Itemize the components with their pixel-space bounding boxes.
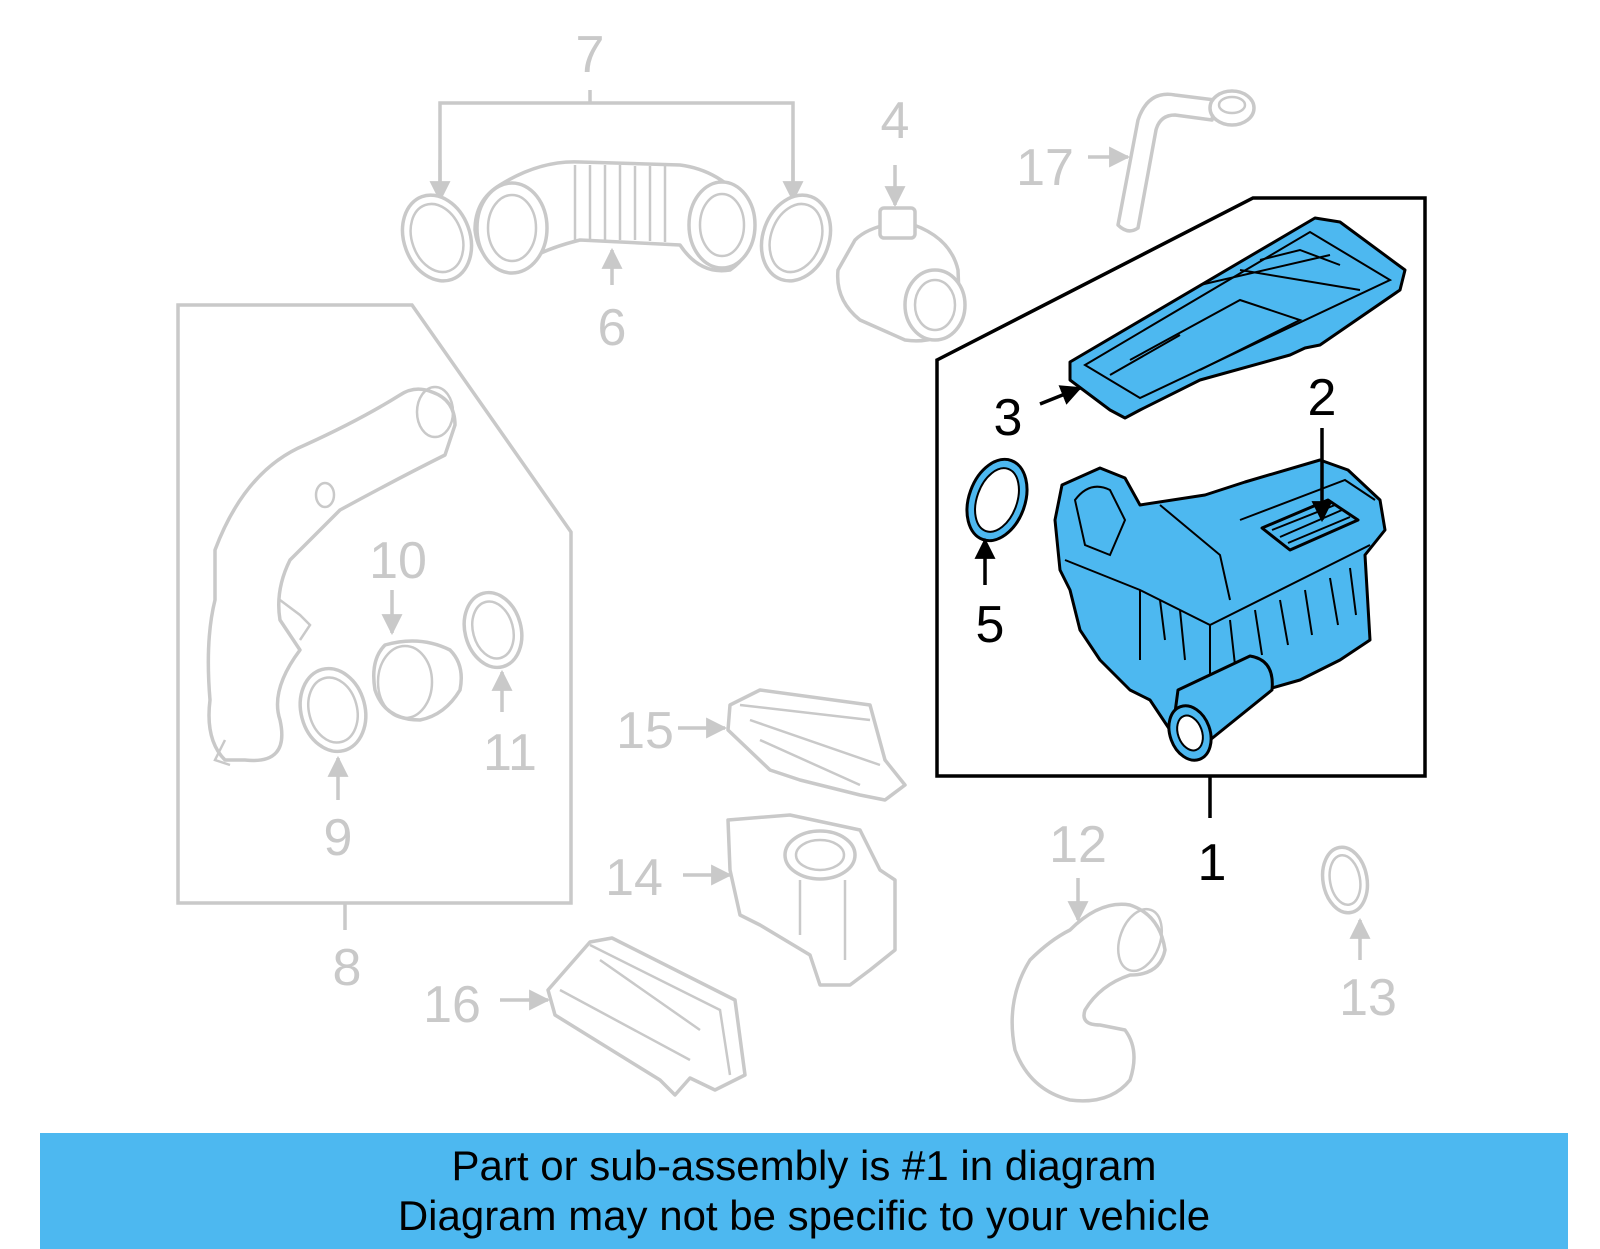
air-tube-end bbox=[415, 385, 455, 439]
part-14-resonator[interactable] bbox=[683, 813, 897, 987]
coupler-10-inner bbox=[376, 644, 434, 720]
housing-1-ribs bbox=[1159, 567, 1357, 666]
footer-line-2: Diagram may not be specific to your vehi… bbox=[397, 1192, 1211, 1239]
clamp-13-inner bbox=[1328, 853, 1362, 907]
clamp-9-body[interactable] bbox=[291, 661, 375, 759]
footer-line-1: Part or sub-assembly is #1 in diagram bbox=[451, 1142, 1157, 1189]
part-10-coupler[interactable] bbox=[372, 590, 463, 722]
part-4-mass-air-flow-sensor[interactable] bbox=[835, 165, 967, 343]
resonator-14-seams bbox=[798, 880, 847, 960]
part-6-intake-hose[interactable] bbox=[473, 160, 757, 285]
resonator-14-port-inner bbox=[794, 838, 846, 872]
part-15-cover[interactable] bbox=[678, 688, 907, 802]
part-17-breather-hose[interactable] bbox=[1088, 89, 1256, 233]
callout-6: 6 bbox=[598, 299, 627, 357]
breather-hose-fitting-inner bbox=[1217, 95, 1247, 115]
callout-11: 11 bbox=[483, 724, 537, 782]
intake-hose-bellows bbox=[573, 165, 667, 242]
housing-1-seams bbox=[1064, 478, 1376, 690]
part-5-seal-ring[interactable] bbox=[956, 451, 1037, 585]
callout-8: 8 bbox=[333, 939, 362, 997]
maf-sensor-connector bbox=[878, 206, 917, 240]
lid-3-body[interactable] bbox=[1068, 216, 1407, 420]
coupler-10-body[interactable] bbox=[372, 639, 463, 722]
air-tube-bracket bbox=[279, 599, 312, 641]
intake-hose-end-left-inner bbox=[486, 193, 538, 263]
breather-hose-body[interactable] bbox=[1116, 92, 1217, 233]
bent-hose-12-end bbox=[1117, 907, 1163, 973]
clamp-13-body[interactable] bbox=[1318, 844, 1373, 917]
callout-12: 12 bbox=[1049, 816, 1107, 874]
part-7-clamps-group[interactable] bbox=[391, 90, 842, 291]
hose-clamp-right[interactable] bbox=[750, 185, 842, 290]
callout-5: 5 bbox=[976, 596, 1005, 654]
callout-1: 1 bbox=[1198, 834, 1227, 892]
intake-hose-end-right-inner bbox=[698, 192, 746, 258]
assembly-1-outline bbox=[935, 196, 1427, 778]
footer-banner: Part or sub-assembly is #1 in diagram Di… bbox=[40, 1133, 1568, 1249]
lid-3-ribs bbox=[1109, 248, 1361, 376]
clamp-11-body[interactable] bbox=[456, 586, 530, 674]
callout-9: 9 bbox=[324, 809, 353, 867]
part-16-air-duct[interactable] bbox=[500, 936, 747, 1097]
part-3-housing-lid[interactable] bbox=[1039, 216, 1407, 420]
housing-1-outlet-opening bbox=[1176, 714, 1204, 752]
bent-hose-12-body[interactable] bbox=[1010, 902, 1167, 1103]
callout-13: 13 bbox=[1339, 969, 1397, 1027]
part-1-air-cleaner-assembly[interactable] bbox=[935, 196, 1427, 818]
cover-15-body[interactable] bbox=[726, 688, 907, 802]
hose-clamp-left-inner bbox=[409, 202, 465, 274]
callout-14: 14 bbox=[605, 849, 663, 907]
air-tube-port bbox=[314, 481, 336, 509]
leader-7-bracket bbox=[438, 101, 795, 198]
callout-2: 2 bbox=[1308, 369, 1337, 427]
callout-7: 7 bbox=[576, 26, 605, 84]
air-tube-tab bbox=[213, 739, 231, 767]
kit-8-outline bbox=[176, 303, 573, 905]
air-tube-body[interactable] bbox=[206, 387, 457, 763]
callout-4: 4 bbox=[881, 92, 910, 150]
cover-15-ribs bbox=[739, 703, 881, 787]
part-8-air-tube-kit[interactable] bbox=[176, 303, 573, 930]
part-9-clamp[interactable] bbox=[291, 661, 375, 800]
housing-1-inlet bbox=[1073, 485, 1127, 557]
seal-ring-5-inner bbox=[974, 467, 1020, 533]
part-12-bent-hose[interactable] bbox=[1010, 878, 1170, 1103]
resonator-14-port bbox=[783, 829, 857, 881]
callout-10: 10 bbox=[369, 532, 427, 590]
air-duct-16-ribs bbox=[559, 943, 732, 1076]
hose-clamp-right-inner bbox=[768, 202, 824, 274]
callout-3: 3 bbox=[994, 389, 1023, 447]
clamp-11-inner bbox=[471, 600, 515, 660]
part-2-filter-element[interactable] bbox=[1260, 428, 1360, 552]
air-duct-16-body[interactable] bbox=[546, 936, 747, 1097]
part-13-clamp[interactable] bbox=[1318, 844, 1373, 960]
hose-clamp-left[interactable] bbox=[391, 185, 483, 290]
arrow-3 bbox=[1039, 385, 1082, 406]
maf-sensor-port-inner bbox=[913, 278, 957, 332]
part-11-clamp[interactable] bbox=[456, 586, 530, 712]
callout-15: 15 bbox=[616, 702, 674, 760]
callout-16: 16 bbox=[423, 976, 481, 1034]
clamp-9-inner bbox=[307, 676, 359, 744]
callout-17: 17 bbox=[1016, 139, 1074, 197]
